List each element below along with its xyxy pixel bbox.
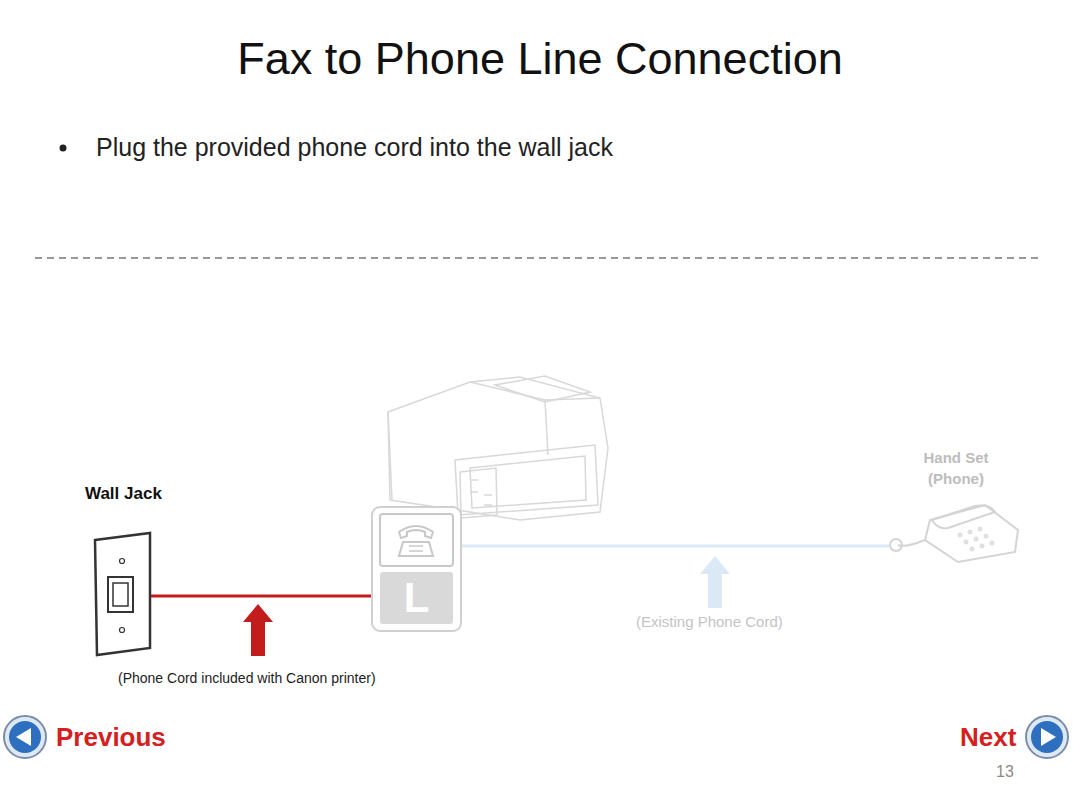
cord-note: (Phone Cord included with Canon printer) (118, 670, 376, 686)
pointer-arrow (700, 556, 730, 608)
phone-cord (151, 596, 371, 597)
node-heading: Wall Jack (85, 484, 162, 504)
nav-label: Next (960, 722, 1016, 753)
cord-note: (Existing Phone Cord) (636, 613, 783, 630)
phone-port-box: L (371, 506, 462, 632)
nav-label: Previous (56, 722, 166, 753)
previous-button (4, 716, 46, 758)
phone-cord (462, 546, 890, 547)
next-button (1026, 716, 1068, 758)
wall-jack: Wall Jack (95, 533, 151, 655)
node-heading: Hand Set (Phone) (914, 447, 998, 489)
wall-jack-plate (95, 533, 150, 655)
title: Fax to Phone Line Connection (0, 33, 1080, 85)
bullet-dot (60, 145, 67, 152)
port-letter: L (380, 574, 453, 622)
bullet-text: Plug the provided phone cord into the wa… (96, 133, 613, 162)
handset-drawing (890, 505, 1018, 562)
pointer-arrow (243, 604, 273, 656)
separator (35, 257, 1042, 258)
printer-drawing (388, 376, 608, 520)
page-number: 13 (996, 763, 1014, 781)
handset: Hand Set (Phone) (890, 503, 1020, 565)
